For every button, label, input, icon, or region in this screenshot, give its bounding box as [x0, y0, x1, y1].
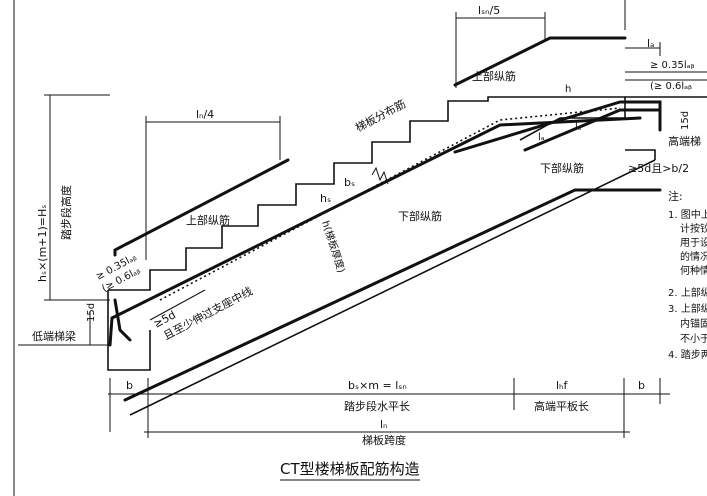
note-line: 2. 上部纵: [668, 286, 707, 299]
thickness-label: h(梯板厚度): [319, 219, 348, 275]
height-name-label: 踏步段高度: [59, 185, 73, 240]
note-line: 何种情: [680, 264, 707, 277]
notes-heading: 注:: [668, 189, 683, 203]
upper-bar-left: [113, 158, 290, 257]
distribution-bars-label: 梯板分布筋: [353, 96, 408, 134]
break-symbol: [371, 166, 389, 185]
lower-bar-right-short: [523, 108, 662, 152]
note-line: 用于设: [680, 237, 707, 249]
high-end-beam-bottom: [625, 149, 656, 160]
notes-block: 注: 1. 图中上 计按铰 用于设 的情况 何种情 2. 上部纵 3. 上部纵 …: [668, 189, 707, 361]
upper-bar-right-label: 上部纵筋: [472, 69, 516, 83]
main-slab-bar: [108, 116, 642, 347]
five-d-b2-label: ≥5d且>b/2: [628, 162, 689, 175]
low-end-beam: [107, 290, 151, 371]
h-label: h: [565, 84, 571, 95]
dim-ln-name: 梯板跨度: [362, 433, 406, 447]
hs-label: hₛ: [320, 192, 331, 205]
dim-lhf: lₕf: [556, 379, 569, 392]
stair-steps: [108, 96, 626, 291]
dim-ln: lₙ: [380, 418, 387, 431]
d15-label: 15d: [86, 303, 97, 322]
lower-bar-right-label: 下部纵筋: [540, 161, 584, 175]
note-line: 4. 踏步两: [668, 348, 707, 361]
upper-bar-left-label: 上部纵筋: [186, 213, 230, 227]
anchor-top-1: ≥ 0.35lₐᵦ: [650, 60, 695, 71]
la-lower-label: lₐ: [538, 132, 545, 143]
ln4-label: lₙ/4: [196, 108, 214, 121]
note-line: 计按铰: [680, 222, 707, 235]
lower-longitudinal-bar: [123, 188, 662, 402]
high-beam-label: 高端梯: [668, 134, 701, 148]
lsn5-label: lₛₙ/5: [478, 4, 500, 17]
height-formula-label: hₛ×(m+1)=Hₛ: [36, 205, 49, 282]
slab-soffit: [129, 159, 656, 416]
note-line: 1. 图中上: [668, 208, 707, 221]
ls-lower-label: lₛ: [575, 122, 582, 133]
anchor-top-2: (≥ 0.6lₐᵦ: [650, 81, 692, 92]
dim-bsm-name: 踏步段水平长: [344, 399, 410, 413]
upper-bar-right: [453, 36, 627, 87]
note-line: 不小于: [680, 333, 707, 345]
d15-right-label: 15d: [680, 111, 691, 130]
dim-lhf-name: 高端平板长: [534, 399, 589, 413]
la-top-label: lₐ: [647, 37, 654, 50]
note-line: 内锚固: [680, 317, 707, 330]
dim-b-left: b: [126, 379, 133, 392]
diagram-title: CT型楼梯板配筋构造: [280, 460, 420, 478]
upper-bar-right-2: [453, 100, 662, 154]
dim-bsm: bₛ×m = lₛₙ: [348, 379, 407, 392]
distribution-bars: [159, 107, 621, 301]
lower-bar-mid-label: 下部纵筋: [398, 209, 442, 223]
note-line: 3. 上部纵: [668, 302, 707, 315]
bs-label: bₛ: [344, 176, 355, 189]
note-line: 的情况: [680, 250, 707, 263]
upper-bar-left-hook: [113, 298, 132, 342]
dim-b-right: b: [638, 379, 645, 392]
low-beam-label: 低端梯梁: [32, 329, 76, 343]
